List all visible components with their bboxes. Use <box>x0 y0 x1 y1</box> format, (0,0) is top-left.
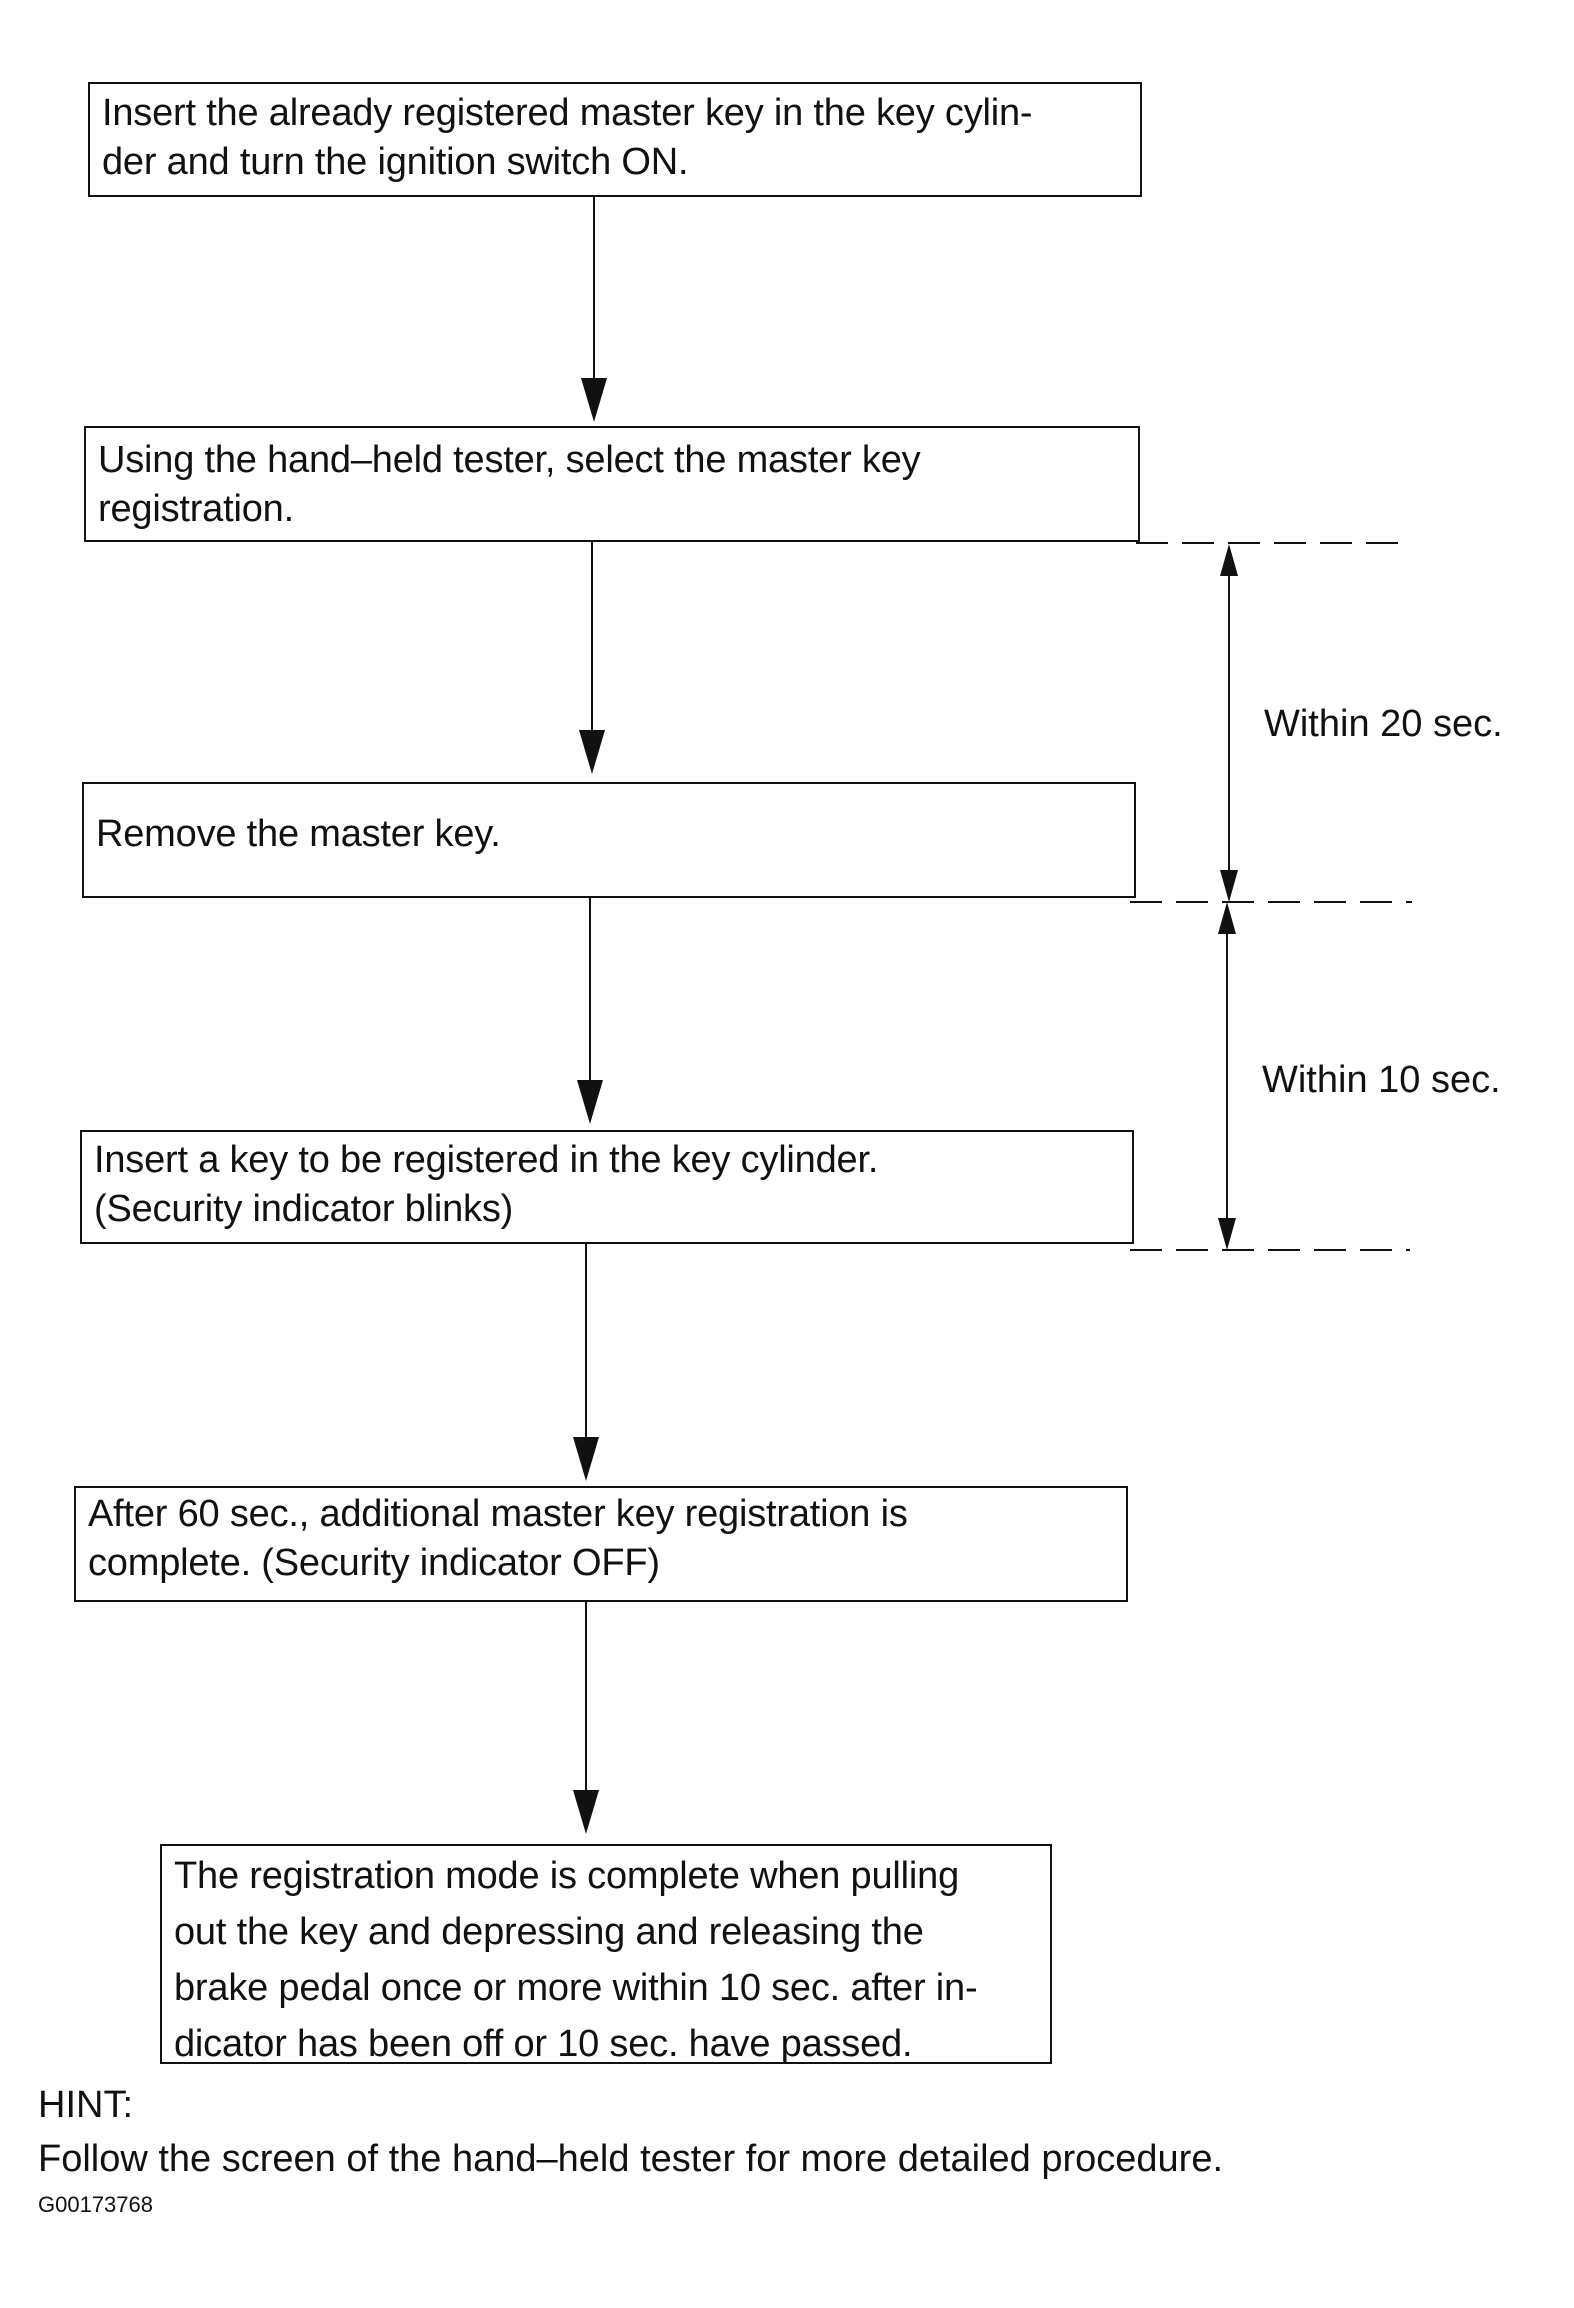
step-4-line-2: (Security indicator blinks) <box>94 1188 514 1230</box>
step-5-box: After 60 sec., additional master key reg… <box>74 1486 1128 1602</box>
step-6-line-3: brake pedal once or more within 10 sec. … <box>174 1967 978 2009</box>
step-4-box: Insert a key to be registered in the key… <box>80 1130 1134 1244</box>
step-2-line-1: Using the hand–held tester, select the m… <box>98 439 921 481</box>
step-6-line-1: The registration mode is complete when p… <box>174 1855 959 1897</box>
flow-arrow-1 <box>581 195 607 422</box>
flow-arrow-4 <box>573 1240 599 1481</box>
step-2-line-2: registration. <box>98 488 294 530</box>
flow-arrow-5 <box>573 1600 599 1834</box>
step-4-line-1: Insert a key to be registered in the key… <box>94 1139 879 1181</box>
timing-arrow-20-sec <box>1220 544 1238 902</box>
step-6-box: The registration mode is complete when p… <box>160 1844 1052 2065</box>
step-5-line-2: complete. (Security indicator OFF) <box>88 1542 660 1584</box>
timing-label-10-sec: Within 10 sec. <box>1262 1059 1501 1101</box>
timing-arrow-10-sec <box>1218 902 1236 1250</box>
step-1-box: Insert the already registered master key… <box>88 82 1142 197</box>
figure-id: G00173768 <box>38 2192 153 2217</box>
hint-title: HINT: <box>38 2084 133 2126</box>
flow-arrow-2 <box>579 538 605 774</box>
flow-arrow-3 <box>577 892 603 1124</box>
step-5-line-1: After 60 sec., additional master key reg… <box>88 1493 908 1535</box>
step-6-line-4: dicator has been off or 10 sec. have pas… <box>174 2023 913 2065</box>
step-2-box: Using the hand–held tester, select the m… <box>84 426 1140 542</box>
hint-text: Follow the screen of the hand–held teste… <box>38 2138 1224 2180</box>
step-1-line-2: der and turn the ignition switch ON. <box>102 141 689 183</box>
step-3-line-1: Remove the master key. <box>96 813 501 855</box>
step-6-line-2: out the key and depressing and releasing… <box>174 1911 924 1953</box>
timing-reference-lines <box>1130 542 1412 1251</box>
step-1-line-1: Insert the already registered master key… <box>102 92 1033 134</box>
step-3-box: Remove the master key. <box>82 782 1136 898</box>
timing-label-20-sec: Within 20 sec. <box>1264 703 1503 745</box>
